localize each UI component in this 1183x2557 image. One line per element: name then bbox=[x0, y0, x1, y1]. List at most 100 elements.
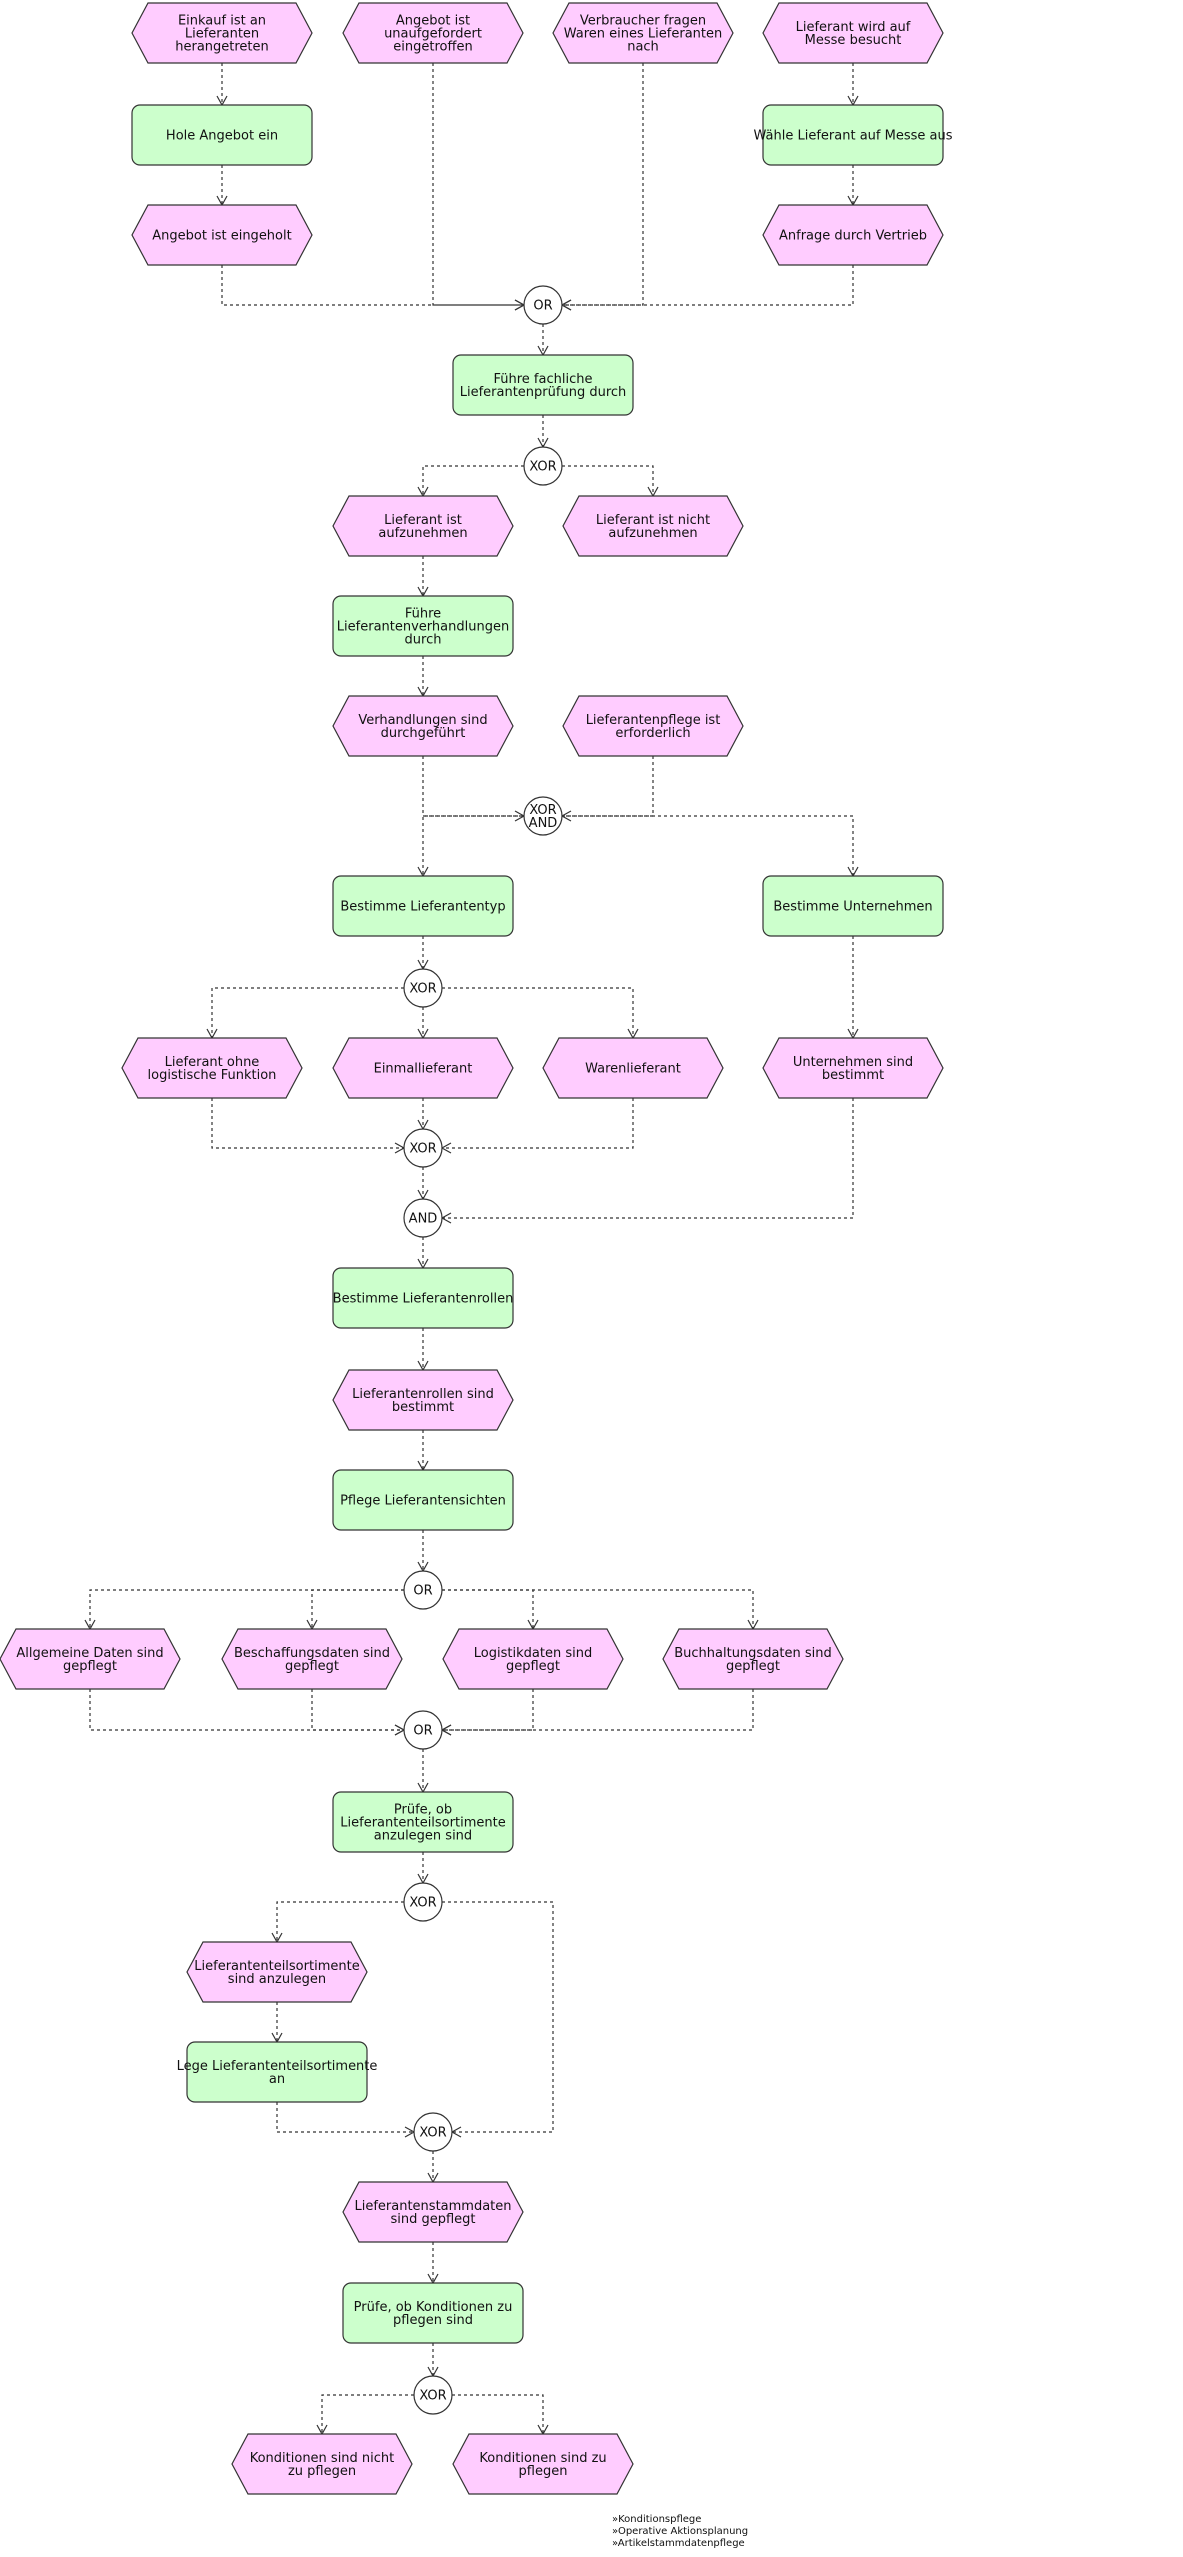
node-label: Einmallieferant bbox=[374, 1062, 473, 1077]
node-shape bbox=[131, 2, 313, 64]
event-node[interactable]: Warenlieferant bbox=[542, 1037, 724, 1099]
legend-item[interactable]: »Operative Aktionsplanung bbox=[612, 2526, 749, 2537]
connection-e17-o8 bbox=[311, 1689, 406, 1736]
connection-e11-o5 bbox=[211, 1098, 406, 1154]
connector-operator[interactable]: XOR bbox=[403, 968, 443, 1008]
node-label: XOR bbox=[409, 1896, 436, 1911]
node-label: durchgeführt bbox=[381, 726, 466, 741]
function-node[interactable]: Pflege Lieferantensichten bbox=[332, 1469, 514, 1531]
node-label: Lieferant wird auf bbox=[796, 20, 911, 35]
node-shape bbox=[562, 495, 744, 557]
node-shape bbox=[403, 1570, 443, 1610]
node-label: unaufgefordert bbox=[384, 27, 482, 42]
connection-o7-e17 bbox=[306, 1589, 404, 1631]
node-label: Konditionen sind zu bbox=[479, 2451, 606, 2466]
node-label: gepflegt bbox=[63, 1659, 117, 1674]
connector-operator[interactable]: XOR bbox=[523, 446, 563, 486]
connection-e5-o1 bbox=[221, 265, 526, 311]
node-shape bbox=[762, 875, 944, 937]
node-label: anzulegen sind bbox=[374, 1829, 472, 1844]
connector-operator[interactable]: XOR bbox=[403, 1128, 443, 1168]
connection-e14-o6 bbox=[440, 1098, 854, 1224]
event-node[interactable]: Einmallieferant bbox=[332, 1037, 514, 1099]
node-label: zu pflegen bbox=[288, 2464, 356, 2479]
connection-o2-e7 bbox=[417, 465, 524, 498]
function-node[interactable]: Wähle Lieferant auf Messe aus bbox=[754, 104, 953, 166]
event-node[interactable]: Angebot ist eingeholt bbox=[131, 204, 313, 266]
node-label: erforderlich bbox=[615, 726, 690, 741]
node-shape bbox=[523, 446, 563, 486]
node-label: durch bbox=[405, 633, 442, 648]
node-label: sind anzulegen bbox=[228, 1972, 326, 1987]
connector-operator[interactable]: OR bbox=[523, 285, 563, 325]
function-node[interactable]: Bestimme Unternehmen bbox=[762, 875, 944, 937]
function-node[interactable]: Prüfe, obLieferantenteilsortimenteanzule… bbox=[332, 1791, 514, 1853]
connector-operator[interactable]: XOR bbox=[403, 1882, 443, 1922]
node-label: Verbraucher fragen bbox=[580, 14, 706, 29]
node-shape bbox=[332, 875, 514, 937]
node-shape bbox=[332, 595, 514, 657]
node-label: Lieferant ohne bbox=[165, 1055, 260, 1070]
node-label: Waren eines Lieferanten bbox=[564, 27, 722, 42]
connection-e16-o8 bbox=[89, 1689, 406, 1736]
node-shape bbox=[231, 2433, 413, 2495]
connection-e3-o1 bbox=[560, 63, 644, 311]
node-shape bbox=[342, 2282, 524, 2344]
node-label: Lieferantenrollen sind bbox=[352, 1387, 494, 1402]
connector-operator[interactable]: XOR bbox=[413, 2112, 453, 2152]
node-shape bbox=[332, 1037, 514, 1099]
connector-operator[interactable]: OR bbox=[403, 1710, 443, 1750]
node-shape bbox=[221, 1628, 403, 1690]
node-label: gepflegt bbox=[285, 1659, 339, 1674]
legend-item[interactable]: »Artikelstammdatenpflege bbox=[612, 2538, 745, 2549]
function-node[interactable]: Bestimme Lieferantenrollen bbox=[332, 1267, 514, 1329]
event-node[interactable]: Anfrage durch Vertrieb bbox=[762, 204, 944, 266]
function-node[interactable]: Hole Angebot ein bbox=[131, 104, 313, 166]
node-shape bbox=[403, 1128, 443, 1168]
connector-operator[interactable]: XOR bbox=[413, 2375, 453, 2415]
node-label: Unternehmen sind bbox=[793, 1055, 913, 1070]
connections-layer bbox=[84, 63, 859, 2436]
connector-operator[interactable]: AND bbox=[403, 1198, 443, 1238]
node-shape bbox=[403, 1882, 443, 1922]
node-shape bbox=[131, 204, 313, 266]
node-shape bbox=[542, 1037, 724, 1099]
node-label: Bestimme Lieferantenrollen bbox=[333, 1292, 514, 1307]
connector-operator[interactable]: OR bbox=[403, 1570, 443, 1610]
node-label: OR bbox=[533, 299, 552, 314]
node-label: Lieferanten bbox=[185, 27, 259, 42]
node-shape bbox=[562, 695, 744, 757]
node-label: Lieferantenteilsortimente bbox=[194, 1959, 359, 1974]
node-label: XOR bbox=[419, 2126, 446, 2141]
connection-o3-f6 bbox=[562, 815, 859, 878]
node-label: Angebot ist bbox=[396, 14, 470, 29]
legend-item[interactable]: »Konditionspflege bbox=[612, 2514, 702, 2525]
function-node[interactable]: Bestimme Lieferantentyp bbox=[332, 875, 514, 937]
node-shape bbox=[523, 796, 563, 836]
